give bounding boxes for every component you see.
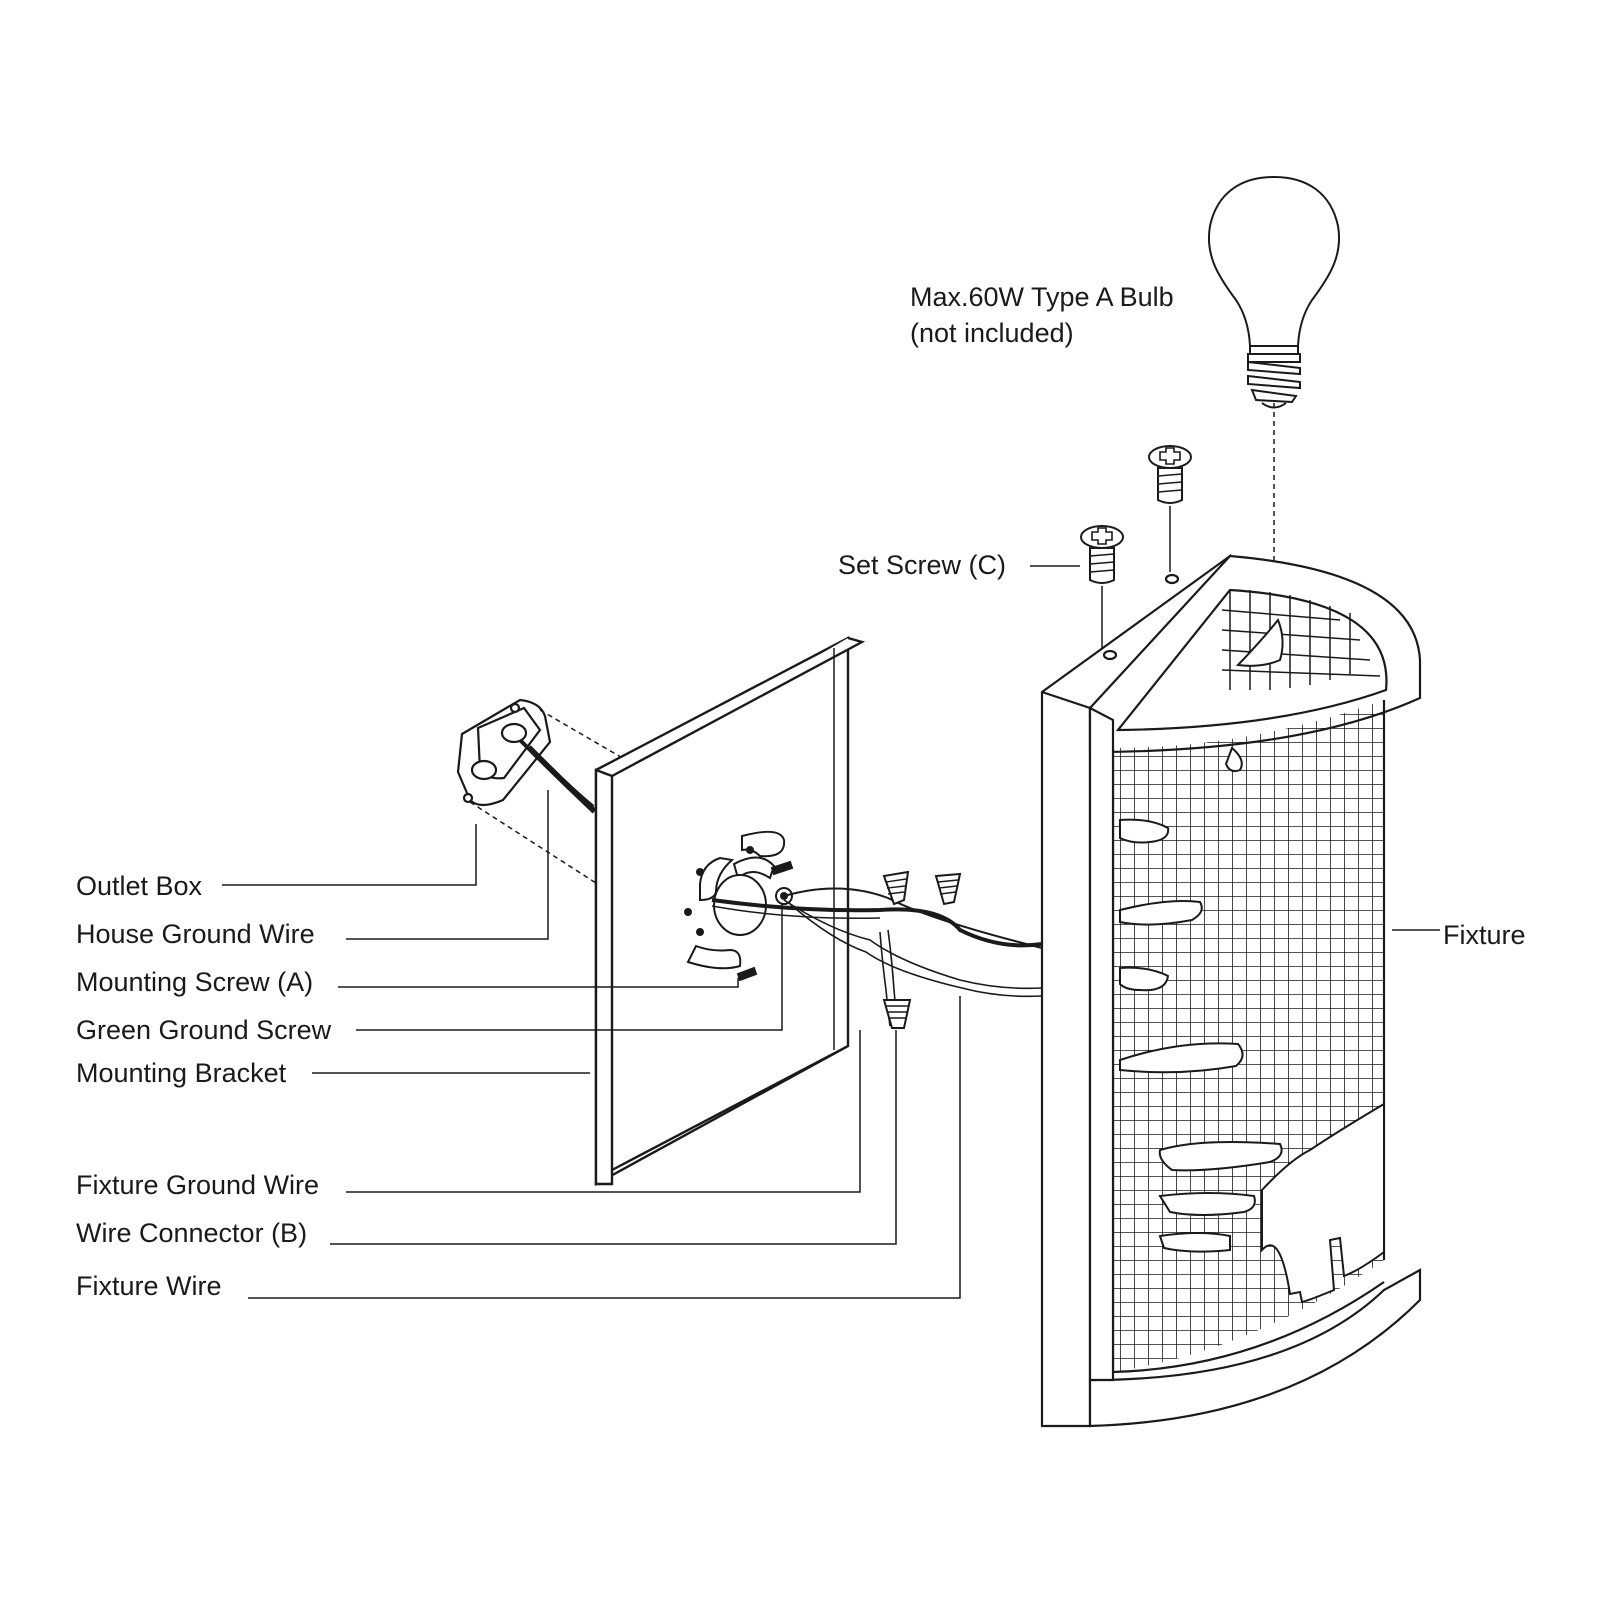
wiring — [711, 887, 1043, 1027]
house-ground-wire-label: House Ground Wire — [76, 919, 315, 949]
light-bulb — [1208, 175, 1340, 409]
fixture — [1040, 553, 1422, 1428]
set-screw-c-left — [1080, 525, 1124, 584]
mounting-screw-a — [736, 860, 794, 982]
mounting-bracket-label: Mounting Bracket — [76, 1058, 287, 1088]
mounting-screw-label: Mounting Screw (A) — [76, 967, 314, 997]
outlet-box-label: Outlet Box — [76, 871, 203, 901]
bulb-label-line2: (not included) — [910, 317, 1074, 348]
fixture-wire-label: Fixture Wire — [76, 1271, 222, 1301]
set-screw-label: Set Screw (C) — [838, 550, 1007, 580]
wire-connectors-b — [882, 870, 962, 1029]
fixture-label: Fixture — [1443, 920, 1526, 950]
green-ground-screw-label: Green Ground Screw — [76, 1015, 332, 1045]
house-wires — [518, 738, 603, 817]
bulb-label: Max.60W Type A Bulb (not included) — [910, 280, 1174, 351]
bulb-label-line1: Max.60W Type A Bulb — [910, 282, 1174, 312]
leader-lines — [222, 565, 1440, 1299]
outlet-box — [456, 698, 552, 807]
set-screw-c-right — [1148, 445, 1192, 504]
fixture-ground-wire-label: Fixture Ground Wire — [76, 1170, 320, 1200]
wire-connector-label: Wire Connector (B) — [76, 1218, 308, 1248]
